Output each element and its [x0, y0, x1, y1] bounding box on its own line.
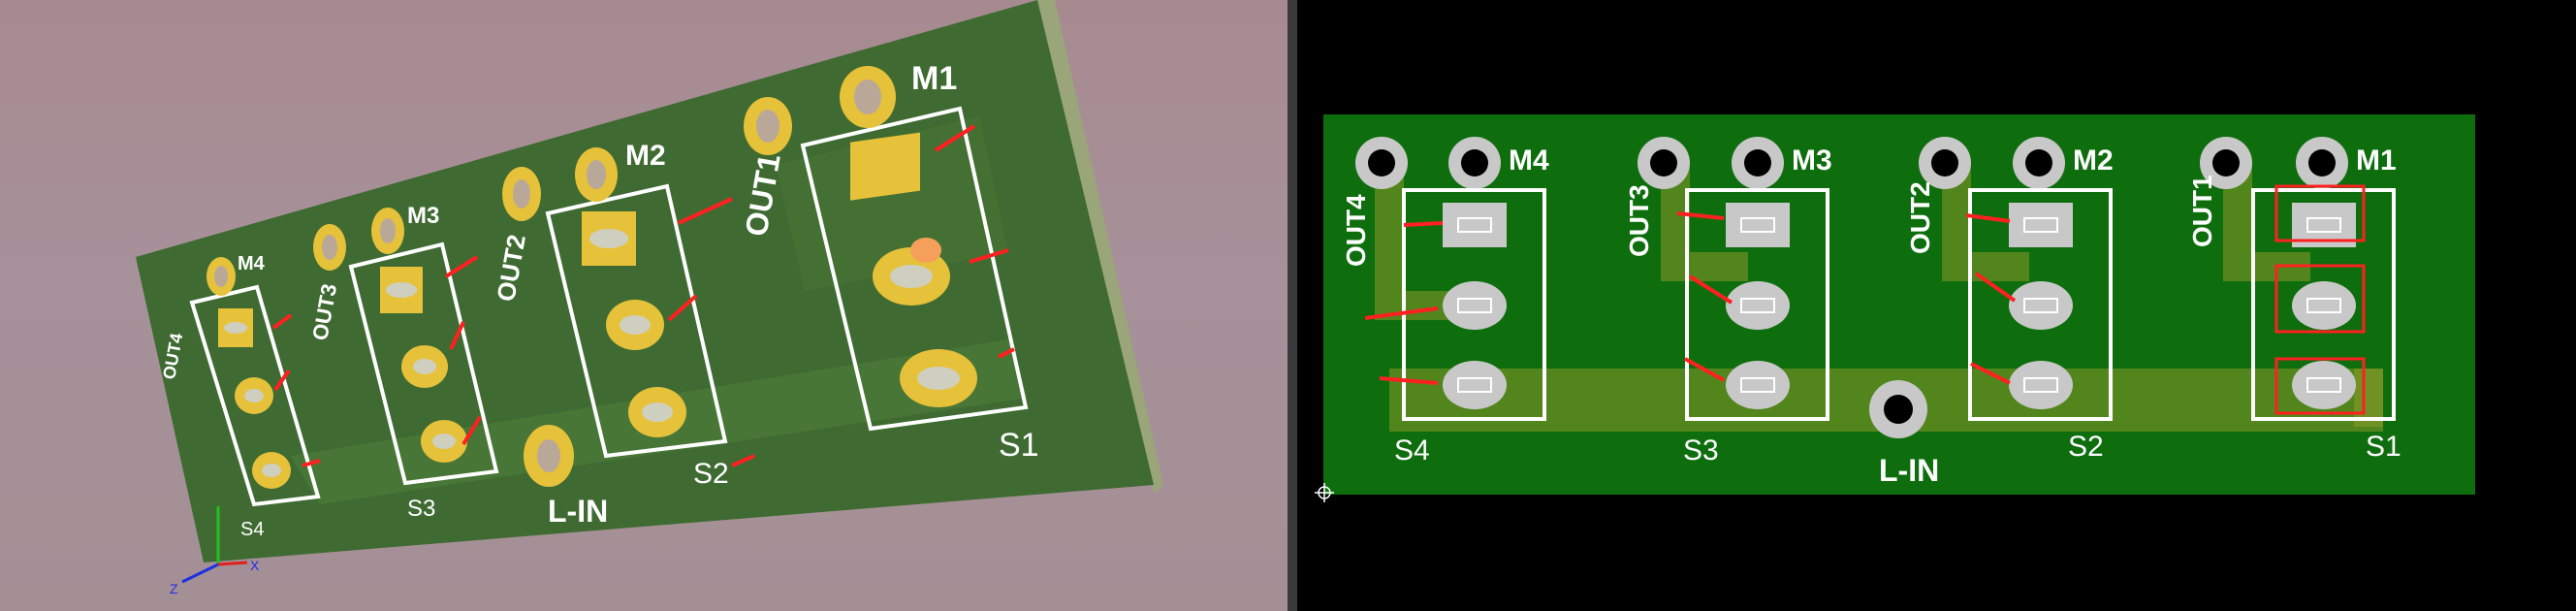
2d-viewport[interactable]: M4 M3 M2 M1 OUT4 OUT3 OUT2 OUT1 S4 S3 S2…	[1297, 0, 2576, 611]
label-s1-3d: S1	[999, 427, 1039, 464]
highlight-marker	[910, 238, 941, 263]
axis-gizmo: X Z	[170, 506, 260, 596]
s3-outline-3d	[348, 241, 499, 486]
label-m4-3d: M4	[238, 253, 266, 274]
3d-viewport[interactable]: M1 M2 M3 M4 OUT1 OUT2 OUT3 OUT4 S1 S2 S3…	[0, 0, 1288, 611]
label-s2-2d: S2	[2068, 431, 2104, 463]
switch-pads-3d	[218, 132, 977, 489]
annotation-arrows-2d	[1364, 211, 2017, 385]
s4-outline-3d	[189, 284, 321, 507]
2d-board-canvas: M4 M3 M2 M1 OUT4 OUT3 OUT2 OUT1 S4 S3 S2…	[1315, 114, 2475, 502]
switch-outlines-2d	[1402, 188, 2396, 421]
label-s1-2d: S1	[2366, 431, 2401, 463]
label-m3-2d: M3	[1792, 145, 1832, 177]
mounting-pads-3d	[207, 66, 896, 487]
axis-x-label: X	[250, 558, 260, 573]
board-edge	[1037, 0, 1163, 493]
switch-pads-2d	[1443, 202, 2357, 410]
label-s4-3d: S4	[240, 519, 264, 540]
label-s2-3d: S2	[693, 458, 729, 490]
selection-boxes	[2274, 184, 2366, 415]
annotation-arrows-3d	[271, 124, 1015, 467]
label-s4-2d: S4	[1394, 434, 1430, 466]
label-s3-2d: S3	[1683, 434, 1719, 466]
label-out2-2d: OUT2	[1905, 181, 1935, 254]
mounting-holes-2d	[1355, 137, 2348, 438]
label-m1-3d: M1	[911, 60, 957, 97]
axis-z-label: Z	[170, 581, 178, 596]
label-m1-2d: M1	[2356, 145, 2397, 177]
label-lin-3d: L-IN	[548, 494, 608, 529]
view-divider[interactable]	[1288, 0, 1297, 611]
label-out4-2d: OUT4	[1341, 194, 1371, 267]
s1-outline-3d	[800, 106, 1029, 432]
label-m2-2d: M2	[2073, 145, 2114, 177]
3d-board-canvas: M1 M2 M3 M4 OUT1 OUT2 OUT3 OUT4 S1 S2 S3…	[136, 0, 1163, 596]
label-s3-3d: S3	[407, 496, 435, 522]
label-m2-3d: M2	[625, 140, 666, 172]
label-m4-2d: M4	[1509, 145, 1549, 177]
label-out3-2d: OUT3	[1624, 184, 1654, 257]
label-m3-3d: M3	[407, 203, 439, 229]
label-out1-2d: OUT1	[2187, 175, 2217, 247]
label-lin-2d: L-IN	[1879, 453, 1939, 488]
s2-outline-3d	[545, 183, 728, 459]
origin-icon	[1315, 483, 1334, 502]
